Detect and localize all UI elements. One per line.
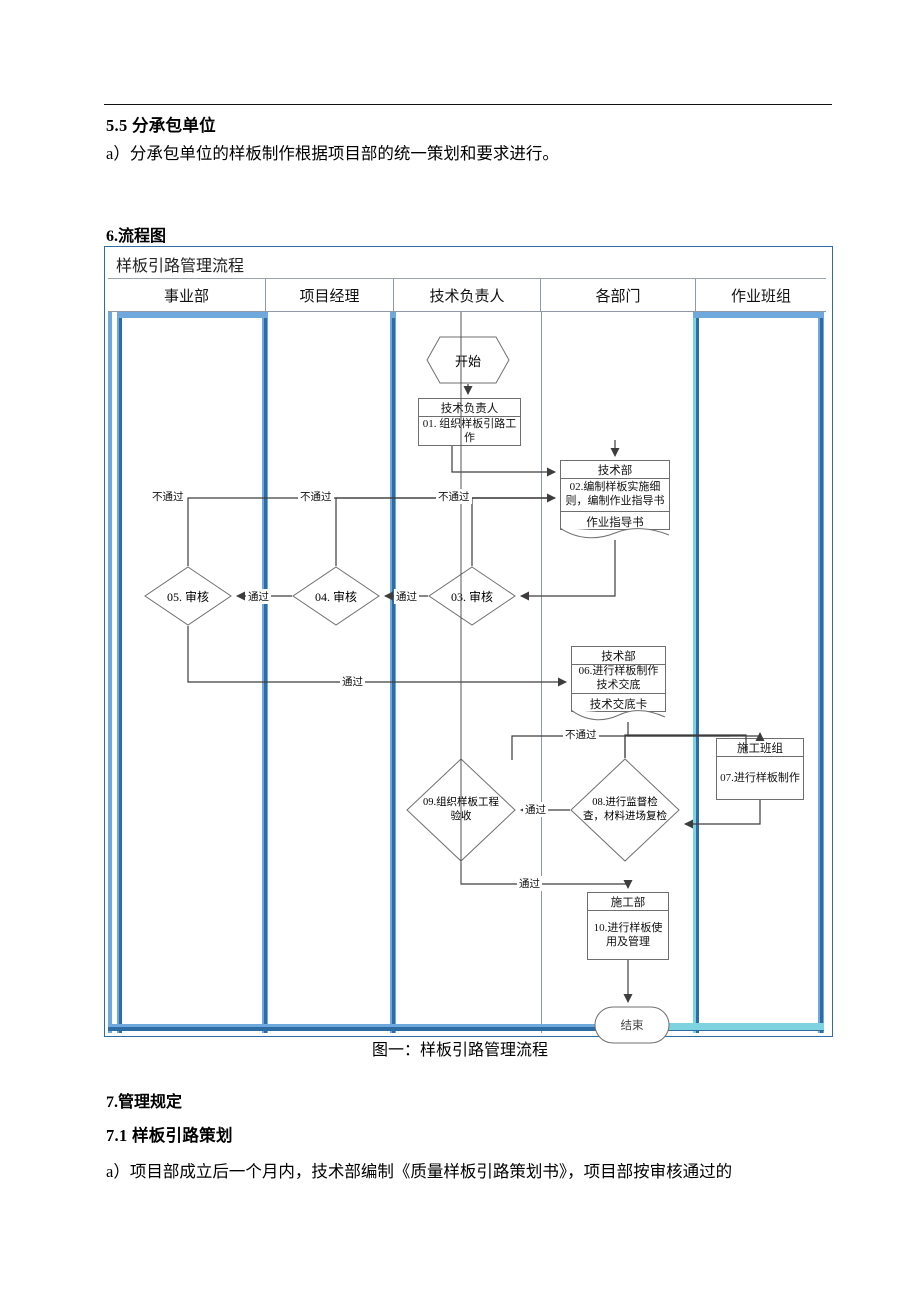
node-02-header: 技术部 <box>561 461 669 479</box>
lane-bar-1-dark <box>119 312 122 1033</box>
paragraph-5-5-a: a）分承包单位的样板制作根据项目部的统一策划和要求进行。 <box>106 144 559 163</box>
node-10-header: 施工部 <box>588 893 668 911</box>
top-horizontal-rule <box>104 104 832 105</box>
edge-label-03-pass: 通过 <box>394 589 419 604</box>
node-04-decision: 04. 审核 <box>292 566 380 626</box>
node-10-body: 10.进行样板使用及管理 <box>593 922 663 948</box>
node-02-document: 技术部 02.编制样板实施细则，编制作业指导书 作业指导书 <box>560 460 670 530</box>
node-08-label: 08.进行监督检查，材料进场复检 <box>583 796 667 822</box>
node-06-body: 06.进行样板制作技术交底 <box>578 665 659 691</box>
lane-rail-bottom-cy <box>628 1023 824 1030</box>
flowchart-lane-header-row: 事业部 项目经理 技术负责人 各部门 作业班组 <box>108 279 826 312</box>
node-01-header: 技术负责人 <box>419 399 520 417</box>
node-02-body: 02.编制样板实施细则，编制作业指导书 <box>565 481 665 507</box>
node-05-decision: 05. 审核 <box>144 566 232 626</box>
flowchart-connectors <box>187 312 765 1003</box>
lane-bar-3-left <box>392 312 395 1033</box>
node-07-header: 施工班组 <box>717 739 803 757</box>
node-02-doc-wave <box>560 528 670 539</box>
node-01-process: 技术负责人 01. 组织样板引路工作 <box>418 398 521 446</box>
lane-rail-bottom <box>108 1027 824 1031</box>
heading-7-1: 7.1 样板引路策划 <box>106 1126 233 1145</box>
edge-label-09-pass: 通过 <box>517 876 542 891</box>
node-end: 结束 <box>594 1006 670 1044</box>
edge-label-03-fail: 不通过 <box>436 489 472 504</box>
node-07-process: 施工班组 07.进行样板制作 <box>716 738 804 800</box>
node-03-shape <box>428 566 516 626</box>
lane-cap-top-1 <box>117 312 267 318</box>
node-08-shape <box>570 758 680 862</box>
paragraph-7-1-a: a）项目部成立后一个月内，技术部编制《质量样板引路策划书》，项目部按审核通过的 <box>106 1162 733 1181</box>
edge-label-04-pass: 通过 <box>246 589 271 604</box>
edge-label-08-pass: 通过 <box>523 802 548 817</box>
edge-label-08-fail: 不通过 <box>563 727 599 742</box>
node-10-process: 施工部 10.进行样板使用及管理 <box>587 892 669 960</box>
edge-label-05-fail: 不通过 <box>150 489 186 504</box>
lane-bar-5-left <box>696 312 699 1033</box>
node-06-doc-label: 技术交底卡 <box>572 693 665 713</box>
lane-cap-top-3 <box>390 312 396 318</box>
lane-rail-bottom-lt <box>108 1024 824 1029</box>
lane-header-departments: 各部门 <box>541 279 696 311</box>
lane-bar-5-right <box>820 312 823 1033</box>
lane-header-technical-lead: 技术负责人 <box>394 279 541 311</box>
node-08-decision: 08.进行监督检查，材料进场复检 <box>570 758 680 862</box>
lane-cap-top-5 <box>693 312 824 318</box>
node-02-doc-label: 作业指导书 <box>561 511 669 531</box>
node-05-shape <box>144 566 232 626</box>
lane-header-work-team: 作业班组 <box>730 288 791 305</box>
flowchart-title: 样板引路管理流程 <box>108 249 826 279</box>
node-06-document: 技术部 06.进行样板制作技术交底 技术交底卡 <box>571 646 666 712</box>
heading-6-flowchart: 6.流程图 <box>106 228 167 245</box>
node-07-body: 07.进行样板制作 <box>720 772 800 785</box>
lane-bar-2-left <box>264 312 267 1033</box>
heading-7: 7.管理规定 <box>106 1094 183 1111</box>
node-end-label: 结束 <box>620 1020 644 1032</box>
lane-header-project-manager: 项目经理 <box>266 279 394 311</box>
lane-separator-3 <box>541 312 542 1033</box>
node-01-body: 01. 组织样板引路工作 <box>422 418 517 444</box>
lane-header-business-unit: 事业部 <box>108 279 266 311</box>
node-06-doc-wave <box>571 710 666 721</box>
node-04-shape <box>292 566 380 626</box>
heading-5-5: 5.5 分承包单位 <box>106 116 216 135</box>
lane-bar-1-left <box>108 312 112 1033</box>
flowchart-container: 样板引路管理流程 事业部 项目经理 技术负责人 各部门 作业班组 <box>104 246 833 1044</box>
edge-label-04-fail: 不通过 <box>298 489 334 504</box>
node-start-shape <box>426 336 510 384</box>
node-end-shape <box>594 1006 670 1044</box>
node-04-label: 04. 审核 <box>314 589 357 604</box>
edge-label-05-pass: 通过 <box>340 674 365 689</box>
node-05-label: 05. 审核 <box>166 589 209 604</box>
figure-caption: 图一：样板引路管理流程 <box>371 1042 548 1059</box>
node-06-header: 技术部 <box>572 647 665 665</box>
flowchart-body: 开始 技术负责人 01. 组织样板引路工作 技术部 02.编制样板实施细则，编制… <box>108 312 826 1044</box>
